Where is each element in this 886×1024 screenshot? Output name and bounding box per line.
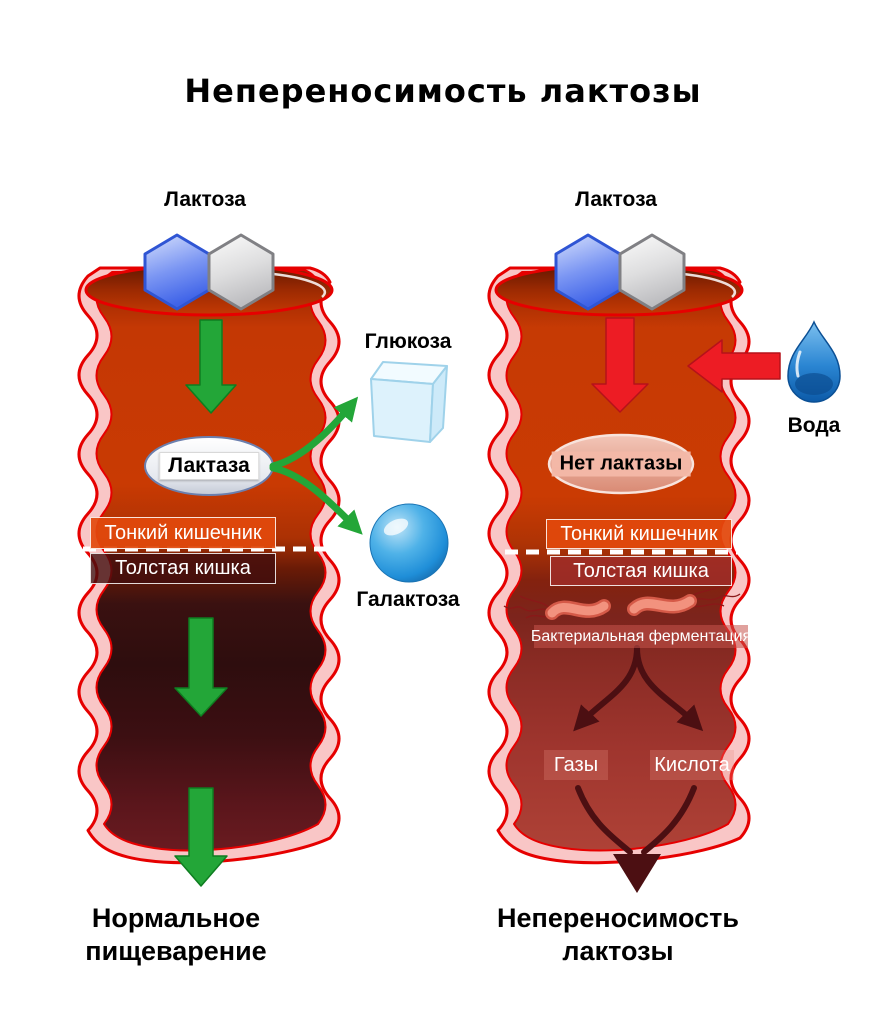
acid-label: Кислота [650, 750, 734, 780]
left-lactose-label: Лактоза [164, 188, 246, 211]
left-large-intestine-band: Толстая кишка [90, 553, 276, 584]
red-water-arrow [687, 339, 781, 393]
gases-label: Газы [544, 750, 608, 780]
left-lactose-molecule-icon [143, 233, 275, 311]
diagram-title: Непереносимость лактозы [184, 72, 702, 110]
water-drop-icon [787, 320, 841, 403]
right-caption-line2: лактозы [562, 936, 674, 966]
green-down-arrow-colon-1 [174, 617, 228, 717]
no-lactase-label: Нет лактазы [551, 451, 691, 477]
fermentation-fork-arrows [573, 645, 704, 855]
green-down-arrow-colon-2 [174, 787, 228, 887]
arrow-to-acid [634, 645, 704, 732]
galactose-sphere-icon [369, 503, 449, 583]
right-caption-line1: Непереносимость [497, 903, 739, 933]
left-caption-line1: Нормальное [91, 903, 261, 933]
gray-hexagon-icon [207, 233, 275, 311]
acid-converge-curve [641, 785, 697, 855]
water-label: Вода [787, 414, 841, 437]
gases-converge-curve [575, 785, 633, 855]
right-caption: Непереносимость лактозы [497, 902, 739, 968]
green-branch-arrows [269, 396, 363, 535]
right-small-intestine-band: Тонкий кишечник [546, 519, 732, 549]
left-small-intestine-band: Тонкий кишечник [90, 517, 276, 549]
dark-final-down-arrowhead [613, 854, 661, 893]
right-lactose-molecule-icon [554, 233, 686, 311]
galactose-label: Галактоза [356, 588, 460, 611]
arrow-to-galactose [269, 464, 363, 535]
right-lactose-label: Лактоза [575, 188, 657, 211]
left-caption-line2: пищеварение [85, 936, 267, 966]
glucose-label: Глюкоза [364, 330, 452, 353]
lactase-label: Лактаза [159, 452, 259, 480]
green-down-arrow-upper [185, 319, 237, 414]
arrow-to-glucose [269, 396, 359, 470]
bacteria-icon [503, 585, 741, 620]
left-caption: Нормальное пищеварение [85, 902, 266, 968]
gray-hexagon-icon [618, 233, 686, 311]
glucose-cube-icon [370, 361, 448, 443]
red-down-arrow [591, 317, 649, 413]
right-large-intestine-band: Толстая кишка [550, 556, 732, 586]
fermentation-label: Бактериальная ферментация [531, 625, 751, 648]
